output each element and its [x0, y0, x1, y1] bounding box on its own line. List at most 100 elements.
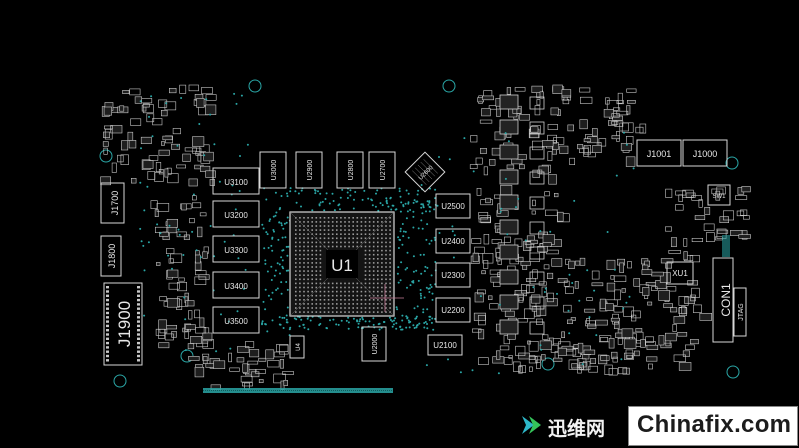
via-dot [408, 321, 411, 324]
smd-part [579, 119, 588, 130]
smd-part [541, 140, 554, 147]
via-dot [361, 198, 364, 201]
via-dot [352, 207, 355, 210]
via-dot [151, 135, 154, 138]
via-dot [281, 249, 284, 252]
smd-part [553, 137, 565, 145]
smd-part [557, 211, 564, 222]
via-dot [613, 268, 616, 271]
via-dot [266, 330, 269, 333]
smd-part [648, 363, 653, 370]
smd-part [703, 223, 715, 231]
via-dot [424, 265, 427, 268]
smd-part [537, 246, 548, 253]
via-dot [326, 327, 328, 330]
smd-part [614, 289, 621, 301]
smd-part [142, 104, 154, 114]
smd-part [111, 162, 117, 173]
via-dot [139, 227, 142, 230]
via-dot [581, 363, 584, 366]
via-dot [407, 192, 410, 195]
smd-part [172, 128, 181, 135]
power-stage [499, 219, 519, 235]
smd-components [100, 84, 751, 390]
via-dot [244, 268, 247, 271]
via-dot [357, 322, 360, 325]
smd-part [567, 124, 574, 132]
smd-part [515, 345, 526, 357]
via-dot [606, 231, 609, 233]
via-dot [625, 301, 628, 304]
smd-part [476, 188, 482, 196]
via-dot [391, 320, 394, 323]
via-dot [391, 325, 394, 328]
smd-part [512, 361, 521, 372]
smd-part [164, 101, 177, 111]
via-dot [298, 325, 301, 328]
memory-chip-label: U2700 [380, 160, 387, 181]
via-dot [239, 155, 241, 157]
smd-part [742, 215, 750, 220]
smd-part [626, 88, 637, 93]
gpu-u1: U1 [289, 211, 404, 317]
memory-top-row: U3000 U2900 U2800 U2700 [259, 151, 396, 189]
smd-part [120, 154, 129, 166]
smd-part [561, 89, 572, 98]
via-dot [274, 269, 277, 272]
power-stage [499, 194, 519, 210]
smd-part [168, 258, 174, 264]
smd-part [192, 195, 197, 201]
via-dot [300, 189, 303, 192]
small-chip: U4 [289, 335, 305, 359]
smd-part [635, 328, 643, 333]
smd-part [154, 172, 164, 182]
via-dot [285, 221, 288, 224]
smd-part [188, 178, 198, 187]
smd-part [646, 356, 658, 362]
smd-part [205, 363, 215, 368]
via-dot [427, 203, 430, 206]
via-dot [297, 192, 300, 195]
via-dot [398, 238, 401, 241]
smd-part [189, 218, 195, 224]
via-dot [280, 224, 283, 227]
via-dot [282, 227, 285, 230]
via-dot [416, 305, 419, 308]
via-dot [319, 322, 322, 325]
smd-part [504, 310, 515, 317]
via-dot [143, 269, 146, 272]
smd-part [283, 379, 288, 386]
via-dot [451, 225, 454, 228]
via-dot [280, 292, 283, 295]
smd-part [617, 367, 627, 375]
smd-part [237, 346, 250, 353]
smd-part [182, 153, 191, 162]
smd-part [240, 375, 253, 383]
smd-part [553, 357, 563, 362]
via-dot [279, 207, 282, 209]
smd-part [478, 212, 489, 220]
smd-part [209, 179, 215, 186]
smd-part [168, 282, 180, 290]
via-dot [402, 204, 405, 206]
smd-part [265, 349, 275, 360]
smd-part [584, 308, 596, 313]
smd-part [604, 364, 613, 375]
smd-part [633, 350, 640, 357]
smd-part [678, 295, 689, 306]
smd-part [282, 370, 294, 375]
smd-part [568, 260, 575, 270]
via-dot [620, 358, 623, 361]
via-dot [401, 243, 404, 246]
via-dot [289, 190, 292, 193]
smd-part [610, 317, 620, 322]
smd-part [547, 124, 558, 130]
via-dot [419, 253, 422, 256]
via-dot [340, 319, 343, 322]
via-dot [319, 201, 322, 204]
smd-part [666, 286, 677, 292]
memory-chip-label: U2800 [348, 160, 355, 181]
via-dot [399, 279, 402, 282]
via-dot [349, 189, 352, 192]
smd-part [646, 344, 659, 350]
